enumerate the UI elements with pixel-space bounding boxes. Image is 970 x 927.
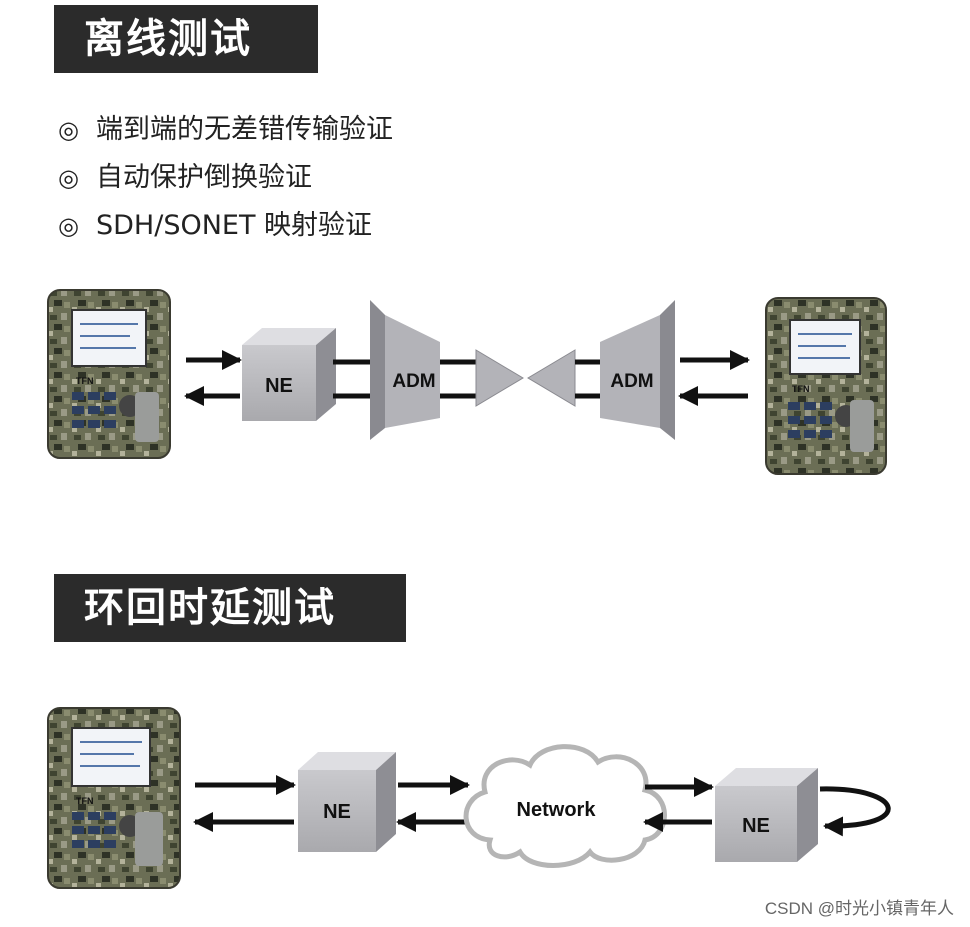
tester-device-loopback: TFN	[47, 707, 181, 889]
watermark: CSDN @时光小镇青年人	[764, 899, 954, 918]
optical-triangle-left	[527, 349, 576, 407]
feature-list: ◎ 端到端的无差错传输验证 ◎ 自动保护倒换验证 ◎ SDH/SONET 映射验证	[58, 110, 393, 254]
section-title-loopback-test: 环回时延测试	[54, 574, 406, 642]
ne-box: NE	[242, 328, 336, 421]
adm-label: ADM	[610, 371, 653, 392]
network-cloud: Network	[463, 744, 667, 868]
ne-box: NE	[715, 768, 818, 862]
feature-text: 自动保护倒换验证	[96, 162, 312, 193]
tester-device-right: TFN	[765, 297, 887, 475]
ne-label: NE	[742, 815, 770, 837]
network-label: Network	[517, 799, 597, 821]
device-brand-label: TFN	[76, 376, 94, 386]
device-brand-label: TFN	[792, 384, 810, 394]
section-title-offline-test: 离线测试	[54, 5, 318, 73]
adm-label: ADM	[392, 371, 435, 392]
adm-node: ADM	[370, 300, 440, 440]
loopback-arrow	[819, 786, 891, 837]
ne-label: NE	[323, 801, 351, 823]
device-screen	[71, 309, 147, 367]
feature-item: ◎ 端到端的无差错传输验证	[58, 110, 393, 158]
device-screen	[71, 727, 151, 787]
feature-text: 端到端的无差错传输验证	[96, 114, 393, 145]
bullet-icon: ◎	[58, 164, 79, 192]
feature-text: SDH/SONET 映射验证	[96, 210, 373, 241]
device-brand-label: TFN	[76, 796, 94, 806]
adm-node: ADM	[600, 300, 675, 440]
optical-triangle-right	[475, 349, 524, 407]
tester-device-left: TFN	[47, 289, 171, 459]
feature-item: ◎ SDH/SONET 映射验证	[58, 206, 393, 254]
bullet-icon: ◎	[58, 116, 79, 144]
feature-item: ◎ 自动保护倒换验证	[58, 158, 393, 206]
bullet-icon: ◎	[58, 212, 79, 240]
ne-box: NE	[298, 752, 396, 852]
ne-label: NE	[265, 375, 293, 397]
